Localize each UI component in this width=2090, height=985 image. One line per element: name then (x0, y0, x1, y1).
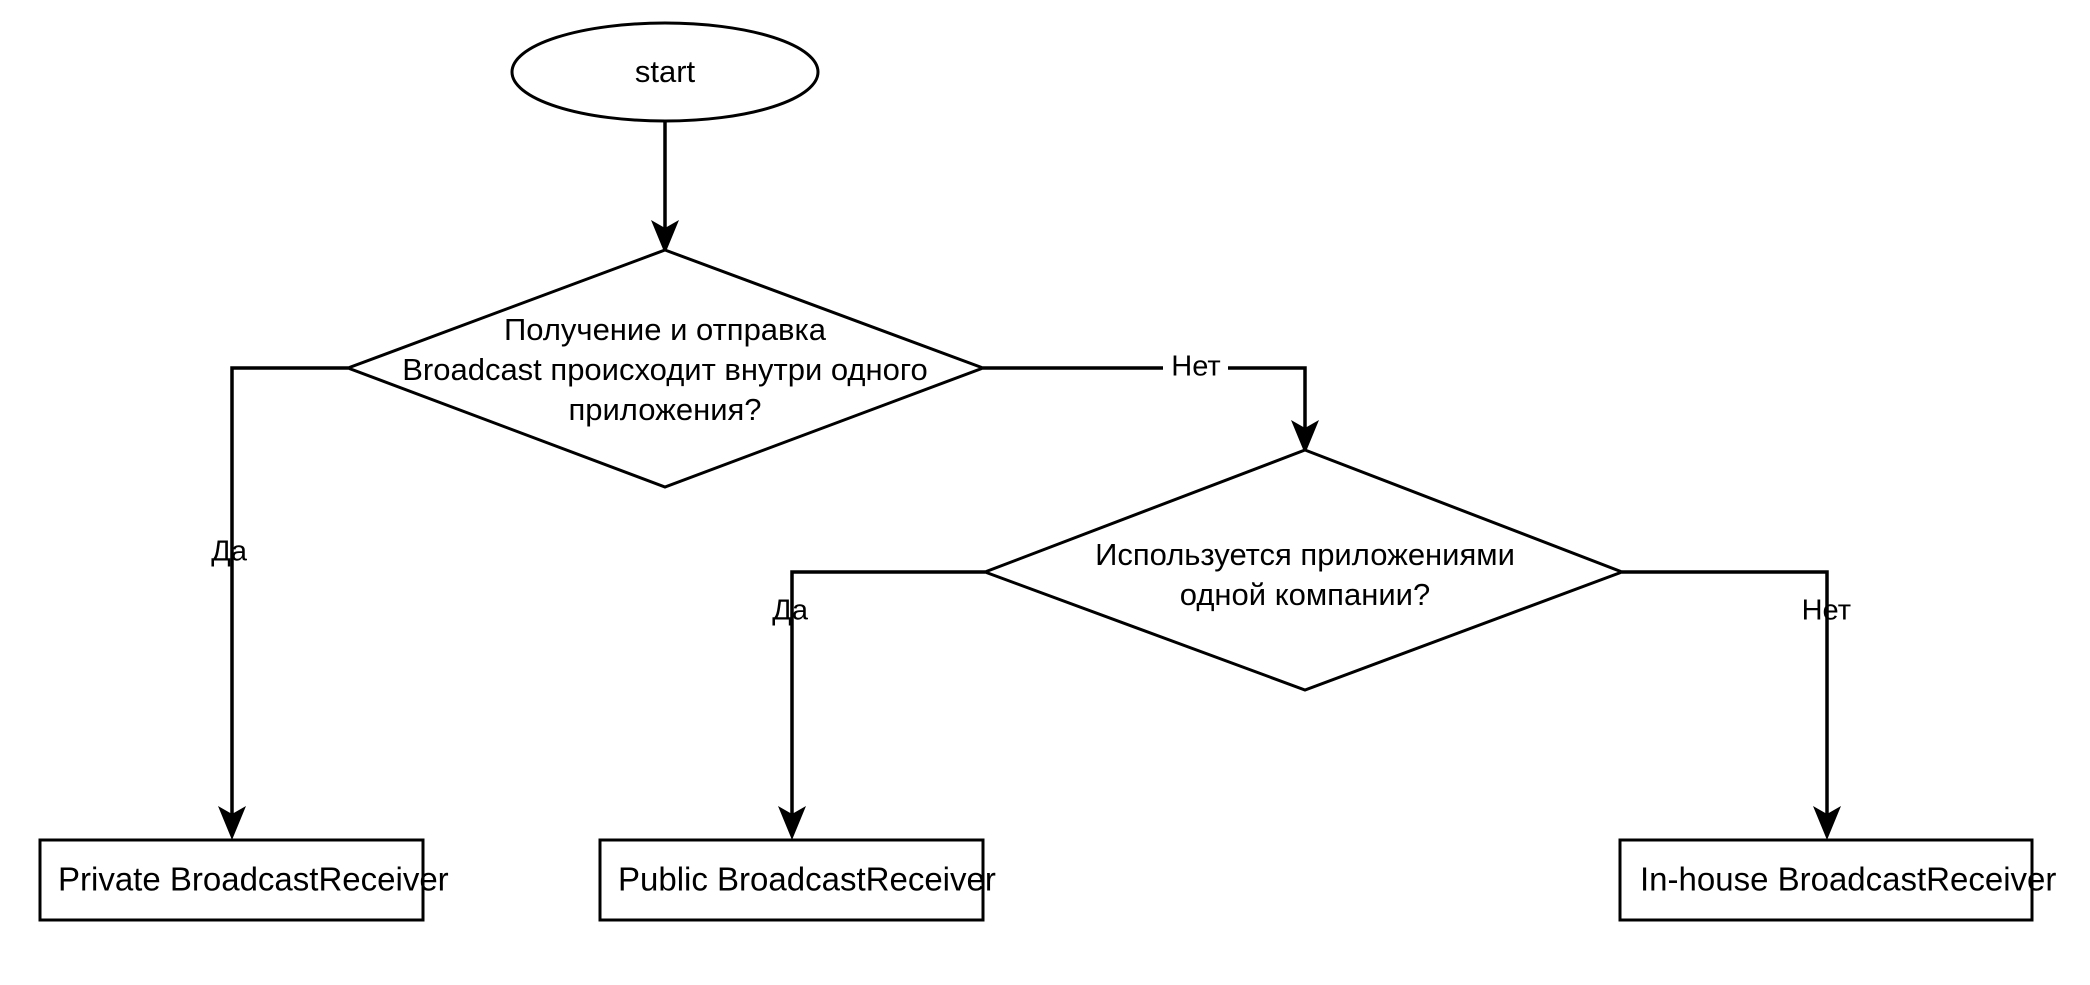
edge-decision-same-app-no: Нет (983, 351, 1319, 454)
edge-decision-same-company-no: Нет (1622, 570, 1851, 840)
decision-same-company-diamond[interactable] (980, 448, 1627, 692)
public-receiver-box[interactable] (598, 838, 985, 922)
edge-line (230, 366, 348, 824)
edge-label-decision-same-company-yes: Да (772, 595, 809, 627)
private-receiver-label: Private BroadcastReceiver (58, 861, 449, 898)
node-private-broadcast-receiver[interactable]: Private BroadcastReceiver (38, 838, 449, 922)
inhouse-receiver-box[interactable] (1618, 838, 2034, 922)
edge-label-decision-same-app-no: Нет (1171, 351, 1220, 383)
edge-line-right (1228, 366, 1307, 438)
arrow-head-icon (778, 806, 806, 840)
inhouse-receiver-label: In-house BroadcastReceiver (1640, 861, 2056, 898)
edge-start-to-decision-same-app (651, 122, 679, 254)
arrow-head-icon (218, 806, 246, 840)
node-decision-same-company[interactable]: Используется приложениями одной компании… (980, 448, 1627, 692)
edge-decision-same-app-yes: Да (211, 366, 348, 840)
edge-label-decision-same-company-no: Нет (1802, 595, 1851, 627)
edge-label-decision-same-app-yes: Да (211, 536, 248, 568)
edge-line (790, 570, 985, 824)
decision-same-app-label-line1: Получение и отправка (504, 312, 827, 347)
public-receiver-label: Public BroadcastReceiver (618, 861, 996, 898)
arrow-head-icon (1291, 420, 1319, 454)
start-label: start (635, 54, 696, 89)
arrow-head-icon (1813, 806, 1841, 840)
decision-same-company-label-line1: Используется приложениями (1095, 537, 1515, 572)
node-start[interactable]: start (510, 21, 820, 123)
node-inhouse-broadcast-receiver[interactable]: In-house BroadcastReceiver (1618, 838, 2056, 922)
start-ellipse[interactable] (510, 21, 820, 123)
edge-line (1622, 570, 1829, 824)
node-public-broadcast-receiver[interactable]: Public BroadcastReceiver (598, 838, 996, 922)
edge-decision-same-company-yes: Да (772, 570, 985, 840)
arrow-head-icon (651, 220, 679, 254)
node-decision-same-app[interactable]: Получение и отправка Broadcast происходи… (343, 248, 988, 489)
private-receiver-box[interactable] (38, 838, 425, 922)
decision-same-app-diamond[interactable] (343, 248, 988, 489)
decision-same-app-label-line3: приложения? (568, 392, 761, 427)
decision-same-company-label-line2: одной компании? (1180, 577, 1430, 612)
decision-same-app-label-line2: Broadcast происходит внутри одного (402, 352, 928, 387)
